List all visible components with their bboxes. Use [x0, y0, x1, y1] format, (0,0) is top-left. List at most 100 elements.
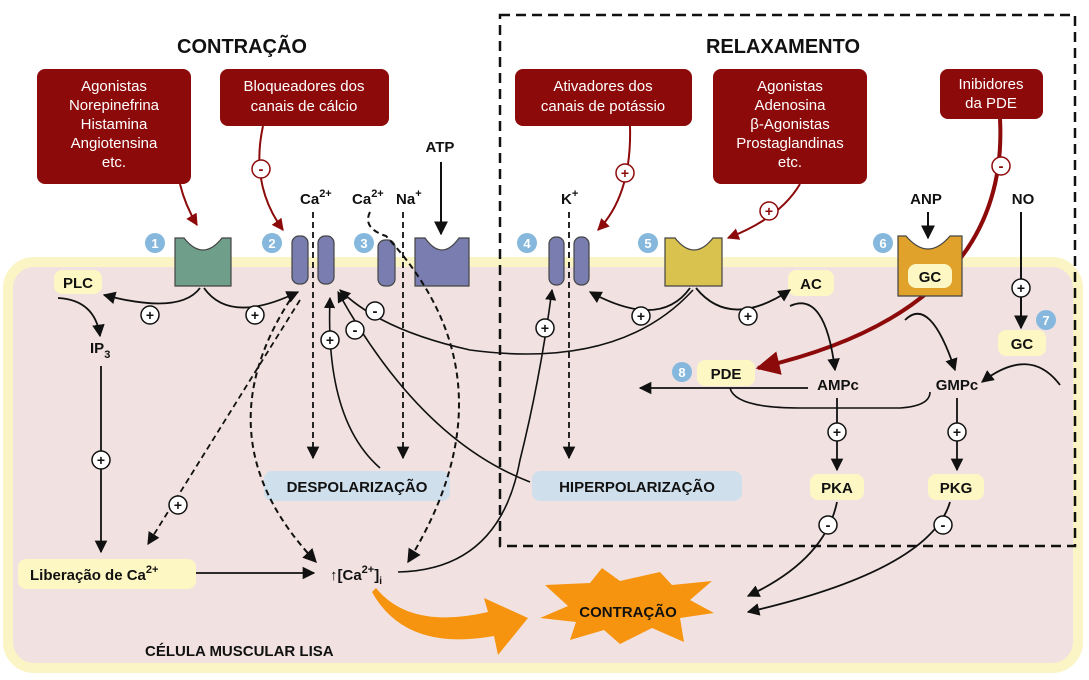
k-activator-arrow	[597, 125, 632, 231]
svg-text:Inibidores: Inibidores	[958, 76, 1023, 93]
k-channel-b	[573, 236, 590, 286]
ac-label: AC	[788, 270, 834, 296]
svg-text:Ativadores dos: Ativadores dos	[553, 78, 652, 95]
badge-4: 4	[517, 233, 537, 253]
svg-text:8: 8	[678, 365, 685, 380]
receptor-1	[174, 237, 232, 287]
svg-text:Agonistas: Agonistas	[757, 78, 823, 95]
r1-to-plc-arrow	[102, 287, 201, 305]
agonist-relax-plus-sign: +	[759, 201, 779, 221]
sign-plus-r5-ac: +	[738, 306, 758, 326]
sign-plus-k-channel: +	[535, 318, 555, 338]
badge-3: 3	[354, 233, 374, 253]
potassium-activators-box: Ativadores dos canais de potássio	[515, 69, 692, 126]
svg-text:+: +	[744, 308, 752, 324]
badge-8: 8	[672, 362, 692, 382]
cell-label: CÉLULA MUSCULAR LISA	[145, 643, 334, 660]
agonists-contraction-box: Agonistas Norepinefrina Histamina Angiot…	[37, 69, 191, 184]
pde-inhibitors-box: Inibidores da PDE	[940, 69, 1043, 119]
pde-inhibitor-minus-sign: -	[991, 156, 1011, 176]
svg-text:Angiotensina: Angiotensina	[71, 135, 158, 152]
svg-text:4: 4	[523, 236, 531, 251]
badge-2: 2	[262, 233, 282, 253]
orange-arrow	[372, 588, 528, 655]
svg-text:canais de potássio: canais de potássio	[541, 98, 665, 115]
ca-release-label: Liberação de Ca2+	[18, 559, 196, 589]
plc-to-ip3-arrow	[57, 297, 105, 338]
svg-text:β-Agonistas: β-Agonistas	[750, 116, 830, 133]
svg-text:6: 6	[879, 236, 886, 251]
gc-receptor-label-box	[908, 264, 952, 288]
ca-channel-3	[377, 239, 396, 287]
na-label: Na+	[396, 188, 422, 208]
ca3-entry-arrow	[367, 211, 460, 564]
svg-text:-: -	[259, 161, 264, 178]
svg-text:PLC: PLC	[63, 275, 93, 292]
ca-channel-2a	[291, 235, 309, 285]
svg-text:3: 3	[360, 236, 367, 251]
agonists-relaxation-box: Agonistas Adenosina β-Agonistas Prostagl…	[713, 69, 867, 184]
r5-to-ac-arrow	[695, 287, 792, 311]
ac-to-ampc-arrow	[789, 302, 840, 372]
sign-minus-hyperpol: -	[345, 320, 365, 340]
k-channel-a	[548, 236, 565, 286]
svg-text:GC: GC	[1011, 336, 1034, 353]
ca-entry-to-release-arrow	[147, 299, 301, 546]
badge-6: 6	[873, 233, 893, 253]
relaxation-region	[498, 13, 1077, 548]
gc-to-gmpc-arrow	[981, 363, 1061, 386]
blocker-arrow	[258, 125, 284, 231]
svg-text:Norepinefrina: Norepinefrina	[69, 97, 160, 114]
svg-text:+: +	[326, 332, 334, 348]
sign-plus-ca-channel: +	[245, 305, 265, 325]
no-label: NO	[1012, 191, 1035, 208]
gc-label: GC	[998, 330, 1046, 356]
svg-text:-: -	[353, 322, 358, 339]
svg-text:canais de cálcio: canais de cálcio	[251, 98, 358, 115]
ca-entry-to-cai-arrow	[249, 299, 317, 564]
svg-text:PKG: PKG	[940, 480, 973, 497]
svg-text:+: +	[541, 320, 549, 336]
svg-text:etc.: etc.	[778, 154, 802, 171]
r1-to-ca-channel-arrow	[203, 287, 300, 309]
ampc-label: AMPc	[817, 377, 859, 394]
badge-7: 7	[1036, 310, 1056, 330]
svg-text:5: 5	[644, 236, 651, 251]
svg-text:+: +	[146, 307, 154, 323]
svg-text:Histamina: Histamina	[81, 116, 148, 133]
svg-text:da PDE: da PDE	[965, 95, 1017, 112]
plc-label: PLC	[54, 270, 102, 294]
anp-label: ANP	[910, 191, 942, 208]
blocker-minus-sign: -	[251, 159, 271, 179]
pde-bracket	[729, 387, 931, 409]
calcium-blockers-box: Bloqueadores dos canais de cálcio	[220, 69, 389, 126]
svg-text:Agonistas: Agonistas	[81, 78, 147, 95]
svg-text:HIPERPOLARIZAÇÃO: HIPERPOLARIZAÇÃO	[559, 478, 715, 496]
svg-text:Bloqueadores dos: Bloqueadores dos	[244, 78, 365, 95]
pde-label: PDE	[697, 360, 755, 386]
svg-text:Liberação de Ca2+: Liberação de Ca2+	[30, 564, 158, 584]
svg-text:7: 7	[1042, 313, 1049, 328]
svg-text:+: +	[1017, 280, 1025, 296]
pka-label: PKA	[810, 474, 864, 500]
svg-text:+: +	[765, 203, 773, 219]
sign-plus-r5-k: +	[631, 306, 651, 326]
relaxation-header: RELAXAMENTO	[706, 36, 860, 58]
atp-receptor	[414, 237, 470, 287]
svg-text:-: -	[826, 517, 831, 534]
svg-text:Adenosina: Adenosina	[755, 97, 827, 114]
svg-text:+: +	[174, 497, 182, 513]
gc-receptor-to-gmpc-arrow	[904, 313, 958, 372]
cai-to-k-channel-arrow	[397, 288, 557, 573]
k-activator-plus-sign: +	[615, 163, 635, 183]
sign-plus-ip3: +	[91, 450, 111, 470]
svg-text:+: +	[251, 307, 259, 323]
contraction-header: CONTRAÇÃO	[177, 35, 307, 58]
k-label: K+	[561, 188, 578, 208]
svg-text:AC: AC	[800, 276, 822, 293]
svg-text:2: 2	[268, 236, 275, 251]
svg-text:PKA: PKA	[821, 480, 853, 497]
pka-to-contraction-arrow	[746, 501, 838, 597]
sign-plus-depol: +	[320, 330, 340, 350]
ca-channel-2b	[317, 235, 335, 285]
